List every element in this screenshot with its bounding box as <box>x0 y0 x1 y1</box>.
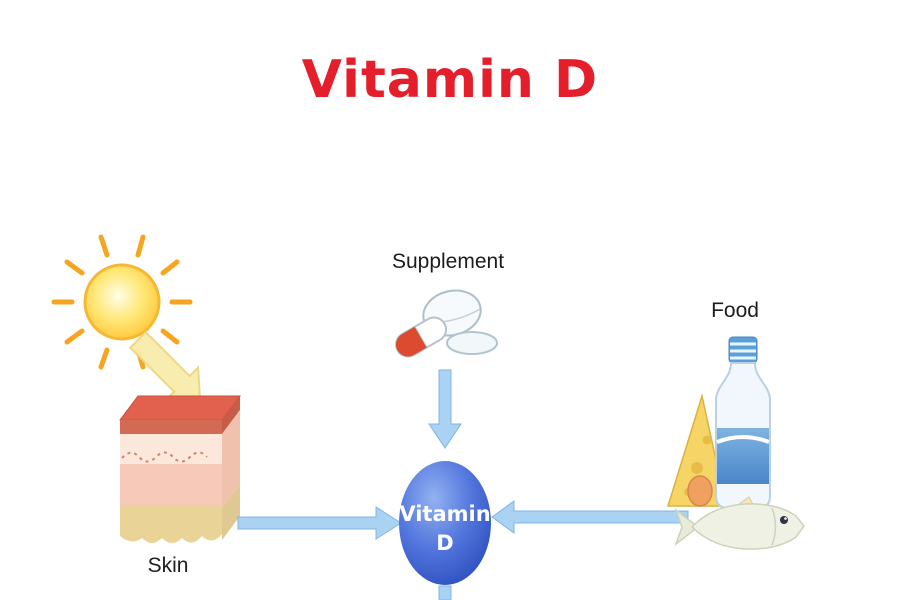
page-title: Vitamin D <box>302 50 598 110</box>
supplement-label: Supplement <box>392 250 504 273</box>
capsule <box>395 316 447 358</box>
milk-bottle-icon <box>715 336 771 509</box>
arrow-food-to-center <box>491 500 689 534</box>
arrow-center-down <box>438 585 452 600</box>
egg-icon <box>687 475 713 507</box>
skin-label: Skin <box>148 554 189 577</box>
skin-dermis-wavy-line <box>121 451 208 463</box>
skin-illustration <box>119 395 241 543</box>
arrow-supplement-to-center <box>428 369 462 449</box>
sun-icon <box>51 234 193 370</box>
vitamin-d-label-line1: Vitamin <box>399 502 490 526</box>
arrow-skin-to-center <box>237 506 402 540</box>
supplement-pills-icon <box>395 289 498 358</box>
arrow-sun-to-skin <box>128 330 202 404</box>
vitamin-d-label-line2: D <box>436 531 453 555</box>
fish-icon <box>674 496 805 550</box>
vitamin-d-node: Vitamin D <box>399 461 491 585</box>
vitamin-d-ellipse <box>399 461 491 585</box>
food-label: Food <box>711 299 759 322</box>
sun-circle <box>83 263 161 341</box>
tablet-lying <box>446 331 498 355</box>
food-illustration <box>666 336 805 550</box>
